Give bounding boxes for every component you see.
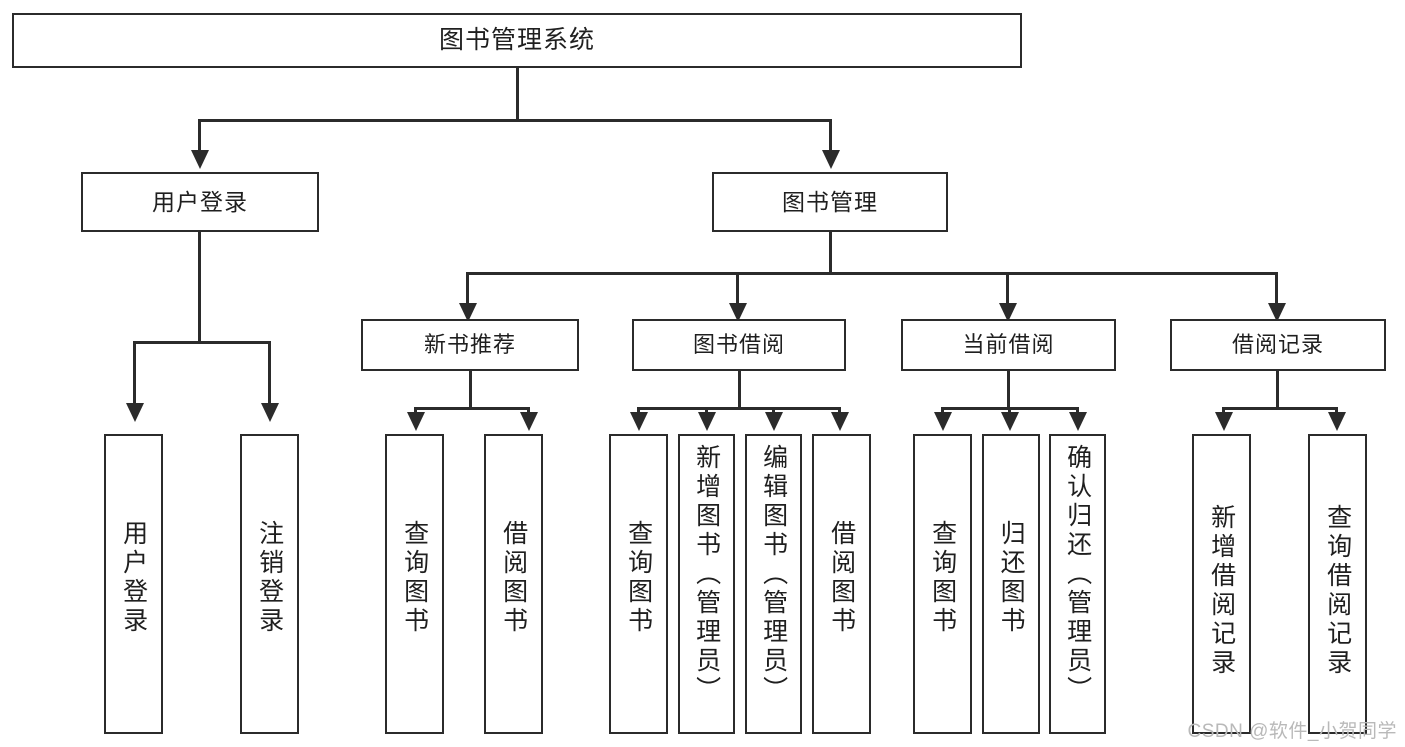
leaf-add-borrow-record[interactable]: 新增借阅记录 — [1192, 434, 1251, 734]
arrowhead-to-borrow-leaf-2 — [698, 412, 716, 431]
arrowhead-to-current-leaf-1 — [934, 412, 952, 431]
leaf-user-login[interactable]: 用户登录 — [104, 434, 163, 734]
node-book-management-system[interactable]: 图书管理系统 — [12, 13, 1022, 68]
leaf-label: 用户登录 — [119, 520, 148, 636]
leaf-borrow-book-recommend[interactable]: 借阅图书 — [484, 434, 543, 734]
connector-book-mgmt-stem — [829, 232, 832, 274]
node-label: 借阅记录 — [1231, 332, 1324, 358]
node-book-borrow[interactable]: 图书借阅 — [632, 319, 846, 371]
node-new-book-recommend[interactable]: 新书推荐 — [361, 319, 579, 371]
leaf-query-book-current[interactable]: 查询图书 — [913, 434, 972, 734]
connector-user-login-drop-2 — [268, 341, 271, 406]
node-label: 图书借阅 — [692, 332, 785, 358]
connector-current-stem — [1007, 371, 1010, 409]
leaf-edit-book-admin[interactable]: 编辑图书（管理员） — [745, 434, 802, 734]
node-label: 新书推荐 — [423, 332, 516, 358]
connector-book-mgmt-drop-4 — [1275, 272, 1278, 306]
connector-root-drop-left — [198, 119, 201, 153]
arrowhead-to-borrow-leaf-3 — [765, 412, 783, 431]
leaf-label: 确认归还（管理员） — [1063, 444, 1092, 705]
arrowhead-to-current-leaf-2 — [1001, 412, 1019, 431]
leaf-label: 查询图书 — [928, 520, 957, 636]
arrowhead-to-new-book-recommend — [459, 303, 477, 322]
node-user-login[interactable]: 用户登录 — [81, 172, 319, 232]
node-current-borrow[interactable]: 当前借阅 — [901, 319, 1116, 371]
connector-root-bus — [198, 119, 832, 122]
arrowhead-to-recommend-leaf-2 — [520, 412, 538, 431]
connector-book-mgmt-drop-1 — [466, 272, 469, 306]
leaf-label: 新增借阅记录 — [1207, 504, 1236, 678]
node-label: 图书管理 — [782, 188, 878, 215]
arrowhead-to-current-leaf-3 — [1069, 412, 1087, 431]
leaf-label: 查询图书 — [400, 520, 429, 636]
connector-recommend-stem — [469, 371, 472, 409]
csdn-watermark: CSDN @软件_小贺同学 — [1187, 721, 1397, 742]
arrowhead-to-borrow-leaf-1 — [630, 412, 648, 431]
connector-record-stem — [1276, 371, 1279, 409]
arrowhead-to-borrow-record — [1268, 303, 1286, 322]
connector-book-mgmt-drop-3 — [1006, 272, 1009, 306]
leaf-borrow-book[interactable]: 借阅图书 — [812, 434, 871, 734]
connector-borrow-bus — [637, 407, 838, 410]
connector-borrow-stem — [738, 371, 741, 409]
node-label: 当前借阅 — [962, 332, 1055, 358]
leaf-label: 注销登录 — [255, 520, 284, 636]
connector-root-drop-right — [829, 119, 832, 153]
arrowhead-to-record-leaf-1 — [1215, 412, 1233, 431]
arrowhead-to-recommend-leaf-1 — [407, 412, 425, 431]
arrowhead-to-record-leaf-2 — [1328, 412, 1346, 431]
leaf-query-book-recommend[interactable]: 查询图书 — [385, 434, 444, 734]
leaf-add-book-admin[interactable]: 新增图书（管理员） — [678, 434, 735, 734]
arrowhead-to-logout-leaf — [261, 403, 279, 422]
arrowhead-to-user-login-leaf — [126, 403, 144, 422]
leaf-label: 查询图书 — [624, 520, 653, 636]
connector-book-mgmt-bus — [466, 272, 1278, 275]
leaf-label: 归还图书 — [997, 520, 1026, 636]
arrowhead-to-user-login — [191, 150, 209, 169]
leaf-label: 查询借阅记录 — [1323, 504, 1352, 678]
connector-book-mgmt-drop-2 — [736, 272, 739, 306]
arrowhead-to-book-management — [822, 150, 840, 169]
leaf-label: 借阅图书 — [499, 520, 528, 636]
connector-user-login-stem — [198, 232, 201, 342]
leaf-query-book-borrow[interactable]: 查询图书 — [609, 434, 668, 734]
leaf-query-borrow-record[interactable]: 查询借阅记录 — [1308, 434, 1367, 734]
node-borrow-record[interactable]: 借阅记录 — [1170, 319, 1386, 371]
arrowhead-to-book-borrow — [729, 303, 747, 322]
leaf-label: 编辑图书（管理员） — [759, 444, 788, 705]
leaf-label: 借阅图书 — [827, 520, 856, 636]
leaf-logout[interactable]: 注销登录 — [240, 434, 299, 734]
connector-recommend-bus — [414, 407, 530, 410]
connector-root-stem — [516, 68, 519, 120]
node-book-management[interactable]: 图书管理 — [712, 172, 948, 232]
leaf-confirm-return-admin[interactable]: 确认归还（管理员） — [1049, 434, 1106, 734]
node-label: 图书管理系统 — [438, 26, 595, 55]
leaf-label: 新增图书（管理员） — [692, 444, 721, 705]
connector-user-login-drop-1 — [133, 341, 136, 406]
arrowhead-to-current-borrow — [999, 303, 1017, 322]
connector-record-bus — [1222, 407, 1338, 410]
node-label: 用户登录 — [152, 188, 248, 215]
leaf-return-book[interactable]: 归还图书 — [982, 434, 1040, 734]
arrowhead-to-borrow-leaf-4 — [831, 412, 849, 431]
connector-user-login-bus — [133, 341, 271, 344]
